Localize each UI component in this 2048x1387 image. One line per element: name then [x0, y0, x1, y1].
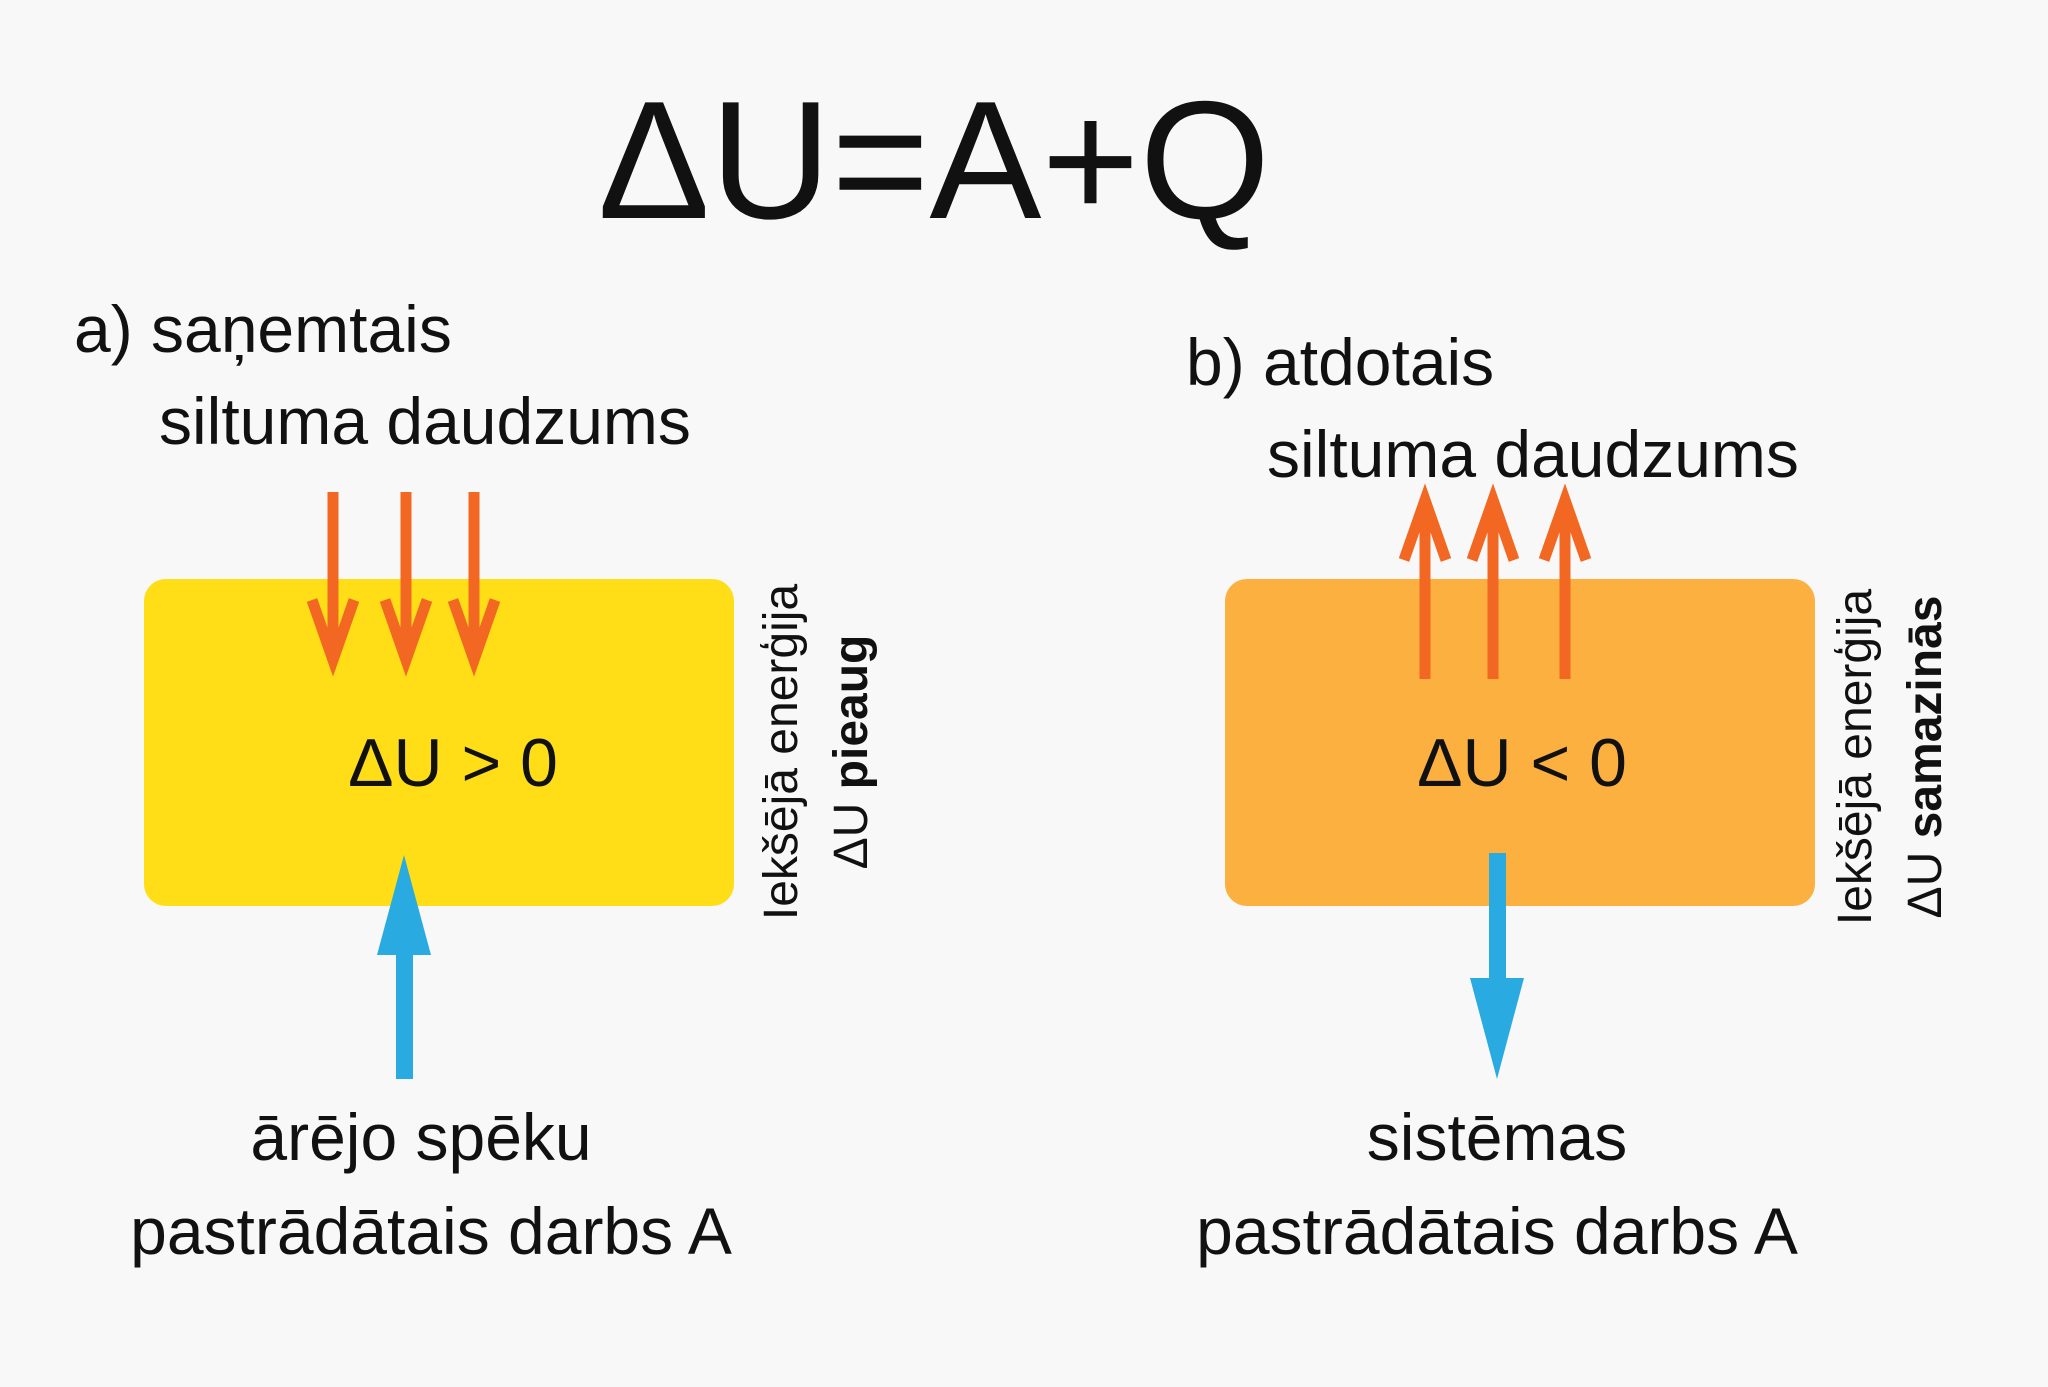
- heat-arrow-up-icon: [1538, 483, 1592, 679]
- heat-label-line1: a) saņemtais: [74, 292, 452, 366]
- heat-arrow-up-icon: [1466, 483, 1520, 679]
- panel-b: b) atdotais siltuma daudzums ΔU < 0 Iekš…: [1186, 325, 1952, 1268]
- heat-arrow-down-icon: [379, 492, 433, 677]
- panel-a: a) saņemtais siltuma daudzums ΔU > 0 Iek…: [74, 292, 878, 1268]
- delta-u-positive: ΔU > 0: [348, 725, 558, 801]
- heat-label-line2: siltuma daudzums: [159, 384, 691, 458]
- heat-in-arrows: [306, 492, 501, 677]
- heat-arrow-down-icon: [447, 492, 501, 677]
- heat-arrow-down-icon: [306, 492, 360, 677]
- delta-u-negative: ΔU < 0: [1417, 725, 1627, 801]
- work-label-line1: sistēmas: [1367, 1100, 1627, 1174]
- formula-title: ΔU=A+Q: [598, 66, 1271, 254]
- side-note-b: Iekšējā enerģija ΔU samazinās: [1829, 589, 1952, 926]
- side-note-a: Iekšējā enerģija ΔU pieaug: [755, 584, 878, 921]
- system-box-a: [144, 579, 734, 906]
- system-box-b: [1225, 579, 1815, 906]
- work-label-line2: pastrādātais darbs A: [1196, 1194, 1798, 1268]
- work-out-arrow-down-icon: [1470, 853, 1524, 1079]
- side-line2: ΔU pieaug: [825, 635, 878, 870]
- work-in-arrow-up-icon: [377, 855, 431, 1079]
- work-label-line2: pastrādātais darbs A: [130, 1194, 732, 1268]
- side-line1: Iekšējā enerģija: [1829, 589, 1882, 926]
- side-line1: Iekšējā enerģija: [755, 584, 808, 921]
- work-label-line1: ārējo spēku: [250, 1100, 591, 1174]
- heat-label-line2: siltuma daudzums: [1267, 417, 1799, 491]
- side-line2: ΔU samazinās: [1899, 596, 1952, 919]
- heat-label-line1: b) atdotais: [1186, 325, 1494, 399]
- heat-out-arrows: [1398, 483, 1592, 679]
- heat-arrow-up-icon: [1398, 483, 1452, 679]
